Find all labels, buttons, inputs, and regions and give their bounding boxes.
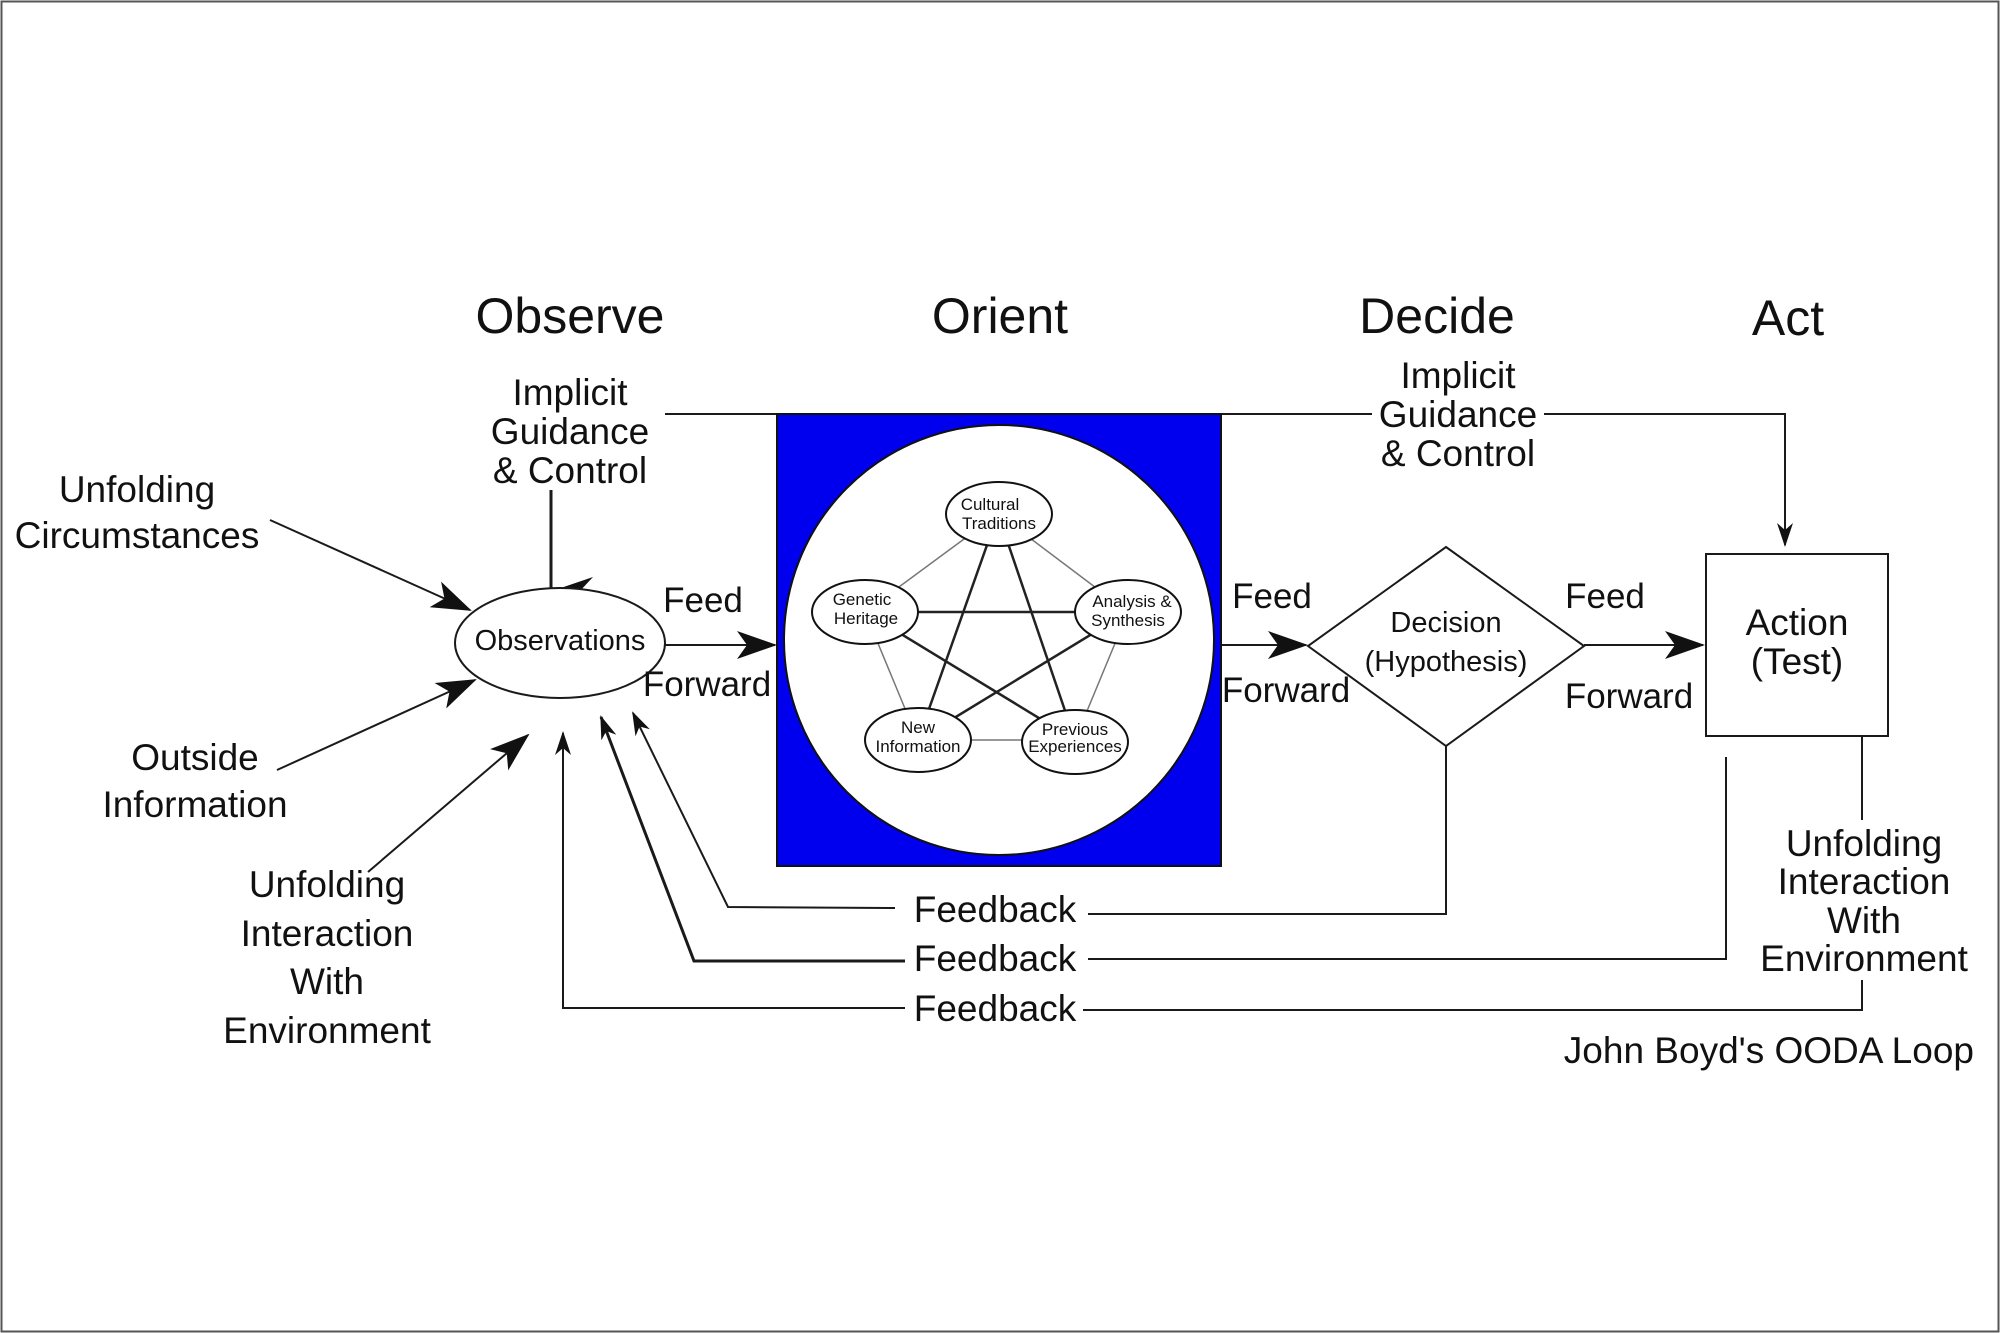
phase-decide: Decide — [1359, 288, 1515, 344]
orient-box: Cultural Traditions Genetic Heritage Ana… — [776, 413, 1222, 867]
outside-information-line-1: Outside — [131, 737, 259, 778]
new-info-line-2: Information — [875, 737, 960, 756]
previous-line-2: Experiences — [1028, 737, 1122, 756]
outside-information-line-2: Information — [102, 784, 287, 825]
implicit-right-line-3: & Control — [1381, 433, 1535, 474]
phase-orient: Orient — [932, 288, 1068, 344]
output-unfolding-interaction-right: Unfolding Interaction With Environment — [1760, 823, 1968, 979]
feedback-arrow-2 — [599, 715, 905, 963]
feedback-line-environment — [1083, 980, 1863, 1011]
implicit-right-line-2: Guidance — [1379, 394, 1537, 435]
previous-line-1: Previous — [1042, 720, 1108, 739]
arrow-interaction-left — [367, 733, 530, 873]
diagram-caption: John Boyd's OODA Loop — [1564, 1030, 1974, 1071]
genetic-line-1: Genetic — [833, 590, 892, 609]
cultural-line-2: Traditions — [962, 514, 1036, 533]
forward-label-1: Forward — [643, 665, 771, 704]
new-info-ellipse — [864, 707, 972, 773]
analysis-line-1: Analysis & — [1092, 592, 1172, 611]
unfolding-circumstances-line-1: Unfolding — [59, 469, 215, 510]
analysis-ellipse — [1074, 579, 1182, 645]
analysis-line-2: Synthesis — [1091, 611, 1165, 630]
implicit-right-line-1: Implicit — [1400, 355, 1516, 396]
action-line-1: Action — [1746, 602, 1849, 643]
orient-node-genetic: Genetic Heritage — [811, 579, 919, 645]
action-box — [1705, 553, 1889, 737]
observations-node: Observations — [454, 587, 666, 699]
implicit-left-line-3: & Control — [493, 450, 647, 491]
guidance-arrow-to-act — [1742, 413, 1793, 547]
interaction-left-line-3: With — [290, 961, 364, 1002]
decision-node: Decision (Hypothesis) — [1306, 545, 1586, 748]
interaction-left-line-1: Unfolding — [249, 864, 405, 905]
phase-observe: Observe — [476, 288, 665, 344]
feedback-line-decide — [1088, 746, 1447, 915]
star-cultural-previous — [996, 513, 1077, 741]
forward-label-2: Forward — [1222, 671, 1350, 710]
implicit-left-line-1: Implicit — [512, 372, 628, 413]
feedback-line-act — [1088, 757, 1727, 960]
interaction-left-line-2: Interaction — [241, 913, 414, 954]
interaction-right-line-3: With — [1827, 900, 1901, 941]
feedback-label-3: Feedback — [914, 988, 1077, 1029]
orient-node-previous: Previous Experiences — [1021, 709, 1129, 775]
observations-ellipse — [454, 587, 666, 699]
implicit-guidance-left: Implicit Guidance & Control — [491, 372, 649, 491]
orient-node-cultural: Cultural Traditions — [945, 481, 1053, 547]
action-line-2: (Test) — [1751, 641, 1844, 682]
feedback-arrow-3 — [555, 731, 905, 1009]
cultural-ellipse — [945, 481, 1053, 547]
feed-label-3: Feed — [1565, 577, 1645, 616]
forward-label-3: Forward — [1565, 677, 1693, 716]
genetic-ellipse — [811, 579, 919, 645]
orient-node-new-information: New Information — [864, 707, 972, 773]
feed-label-2: Feed — [1232, 577, 1312, 616]
orient-node-analysis: Analysis & Synthesis — [1074, 579, 1182, 645]
new-info-line-1: New — [901, 718, 936, 737]
input-unfolding-interaction-left: Unfolding Interaction With Environment — [223, 864, 431, 1051]
feedback-label-1: Feedback — [914, 889, 1077, 930]
input-outside-information: Outside Information — [102, 737, 287, 825]
decision-line-2: (Hypothesis) — [1365, 646, 1528, 678]
arrow-circumstances — [269, 519, 472, 611]
input-unfolding-circumstances: Unfolding Circumstances — [15, 469, 260, 556]
star-cultural-new — [916, 513, 1000, 741]
interaction-right-line-4: Environment — [1760, 938, 1968, 979]
interaction-left-line-4: Environment — [223, 1010, 431, 1051]
interaction-right-line-1: Unfolding — [1786, 823, 1942, 864]
arrow-outside-information — [276, 679, 477, 771]
implicit-left-line-2: Guidance — [491, 411, 649, 452]
unfolding-circumstances-line-2: Circumstances — [15, 515, 260, 556]
implicit-guidance-right: Implicit Guidance & Control — [1379, 355, 1537, 474]
genetic-line-2: Heritage — [834, 609, 898, 628]
feedback-arrow-1 — [632, 711, 896, 909]
previous-ellipse — [1021, 709, 1129, 775]
decision-line-1: Decision — [1390, 607, 1501, 639]
observations-label: Observations — [475, 625, 646, 657]
cultural-line-1: Cultural — [961, 495, 1020, 514]
feed-label-1: Feed — [663, 581, 743, 620]
interaction-right-line-2: Interaction — [1778, 861, 1951, 902]
feedback-label-2: Feedback — [914, 938, 1077, 979]
phase-act: Act — [1752, 290, 1824, 346]
action-node: Action (Test) — [1705, 553, 1889, 737]
